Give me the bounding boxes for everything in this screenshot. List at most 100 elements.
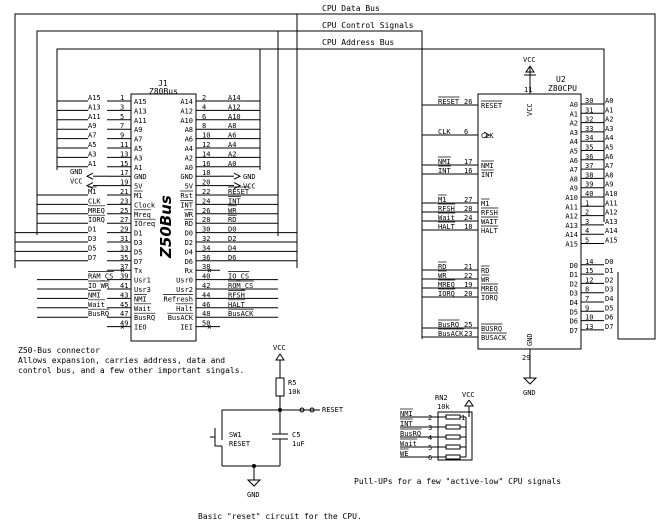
u2-pin-name-left: M1 xyxy=(481,200,489,208)
u2-pin-name-right: A3 xyxy=(570,129,578,137)
j1-pin-name-right: A6 xyxy=(185,136,193,144)
j1-pin-name-left: A9 xyxy=(134,126,142,134)
j1-pin-num-right: 36 xyxy=(202,254,210,262)
u2-pin-num-left: 6 xyxy=(464,128,468,136)
u2-net-label-left: IORQ xyxy=(438,290,455,298)
j1-pin-name-left: NMI xyxy=(134,295,147,303)
u2-pin-name-right: D6 xyxy=(570,318,578,326)
j1-pin-num-left: 9 xyxy=(120,132,124,140)
u2-net-label-right: D7 xyxy=(605,323,613,331)
j1-pin-name-left: D3 xyxy=(134,239,142,247)
u2-value: Z80CPU xyxy=(548,84,577,93)
j1-pin-name-right: A12 xyxy=(180,107,193,115)
j1-pin-num-left: 29 xyxy=(120,226,128,234)
rn2-net-label: WE xyxy=(400,450,408,458)
j1-power-arrow-left xyxy=(85,172,94,180)
j1-net-label-left: A3 xyxy=(88,150,96,158)
j1-pin-num-left: 43 xyxy=(120,291,128,299)
u2-pin-name-right: A0 xyxy=(570,101,578,109)
j1-net-label-left: A11 xyxy=(88,113,101,121)
j1-pin-num-right: 38 xyxy=(202,263,210,271)
j1-ref: J1 xyxy=(158,79,168,88)
j1-net-label-left: D7 xyxy=(88,254,96,262)
rn2-value: 10k xyxy=(437,403,450,411)
u2-pin-name-left: INT xyxy=(481,171,494,179)
j1-pin-num-right: 28 xyxy=(202,216,210,224)
j1-pin-num-left: 41 xyxy=(120,282,128,290)
u2-pin-num-right: 10 xyxy=(585,314,593,322)
j1-pin-name-left: D5 xyxy=(134,248,142,256)
j1-pin-num-right: 42 xyxy=(202,282,210,290)
j1-pin-name-right: IEI xyxy=(180,324,193,332)
j1-pin-name-left: A13 xyxy=(134,107,147,115)
j1-pin-name-right: A4 xyxy=(185,145,193,153)
u2-pin-name-left: MREQ xyxy=(481,285,498,293)
rn2-pin-num: 6 xyxy=(428,454,432,462)
j1-pin-name-right: 5V xyxy=(185,183,194,191)
u2-pin-num-right: 1 xyxy=(585,199,589,207)
u2-pin-num-right: 31 xyxy=(585,106,593,114)
u2-net-label-left: Wait xyxy=(438,214,455,222)
u2-net-label-left: WR xyxy=(438,272,447,280)
u2-gnd-pin-num: 29 xyxy=(522,354,530,362)
u2-net-label-right: A4 xyxy=(605,134,613,142)
j1-pin-num-right: 44 xyxy=(202,291,210,299)
j1-pin-num-right: 10 xyxy=(202,132,210,140)
u2-pin-num-left: 20 xyxy=(464,290,472,298)
j1-net-label-right: D2 xyxy=(228,235,236,243)
reset-vcc-label: VCC xyxy=(273,344,286,352)
j1-net-label-left: IO_WR xyxy=(88,282,110,290)
j1-net-label-right: A0 xyxy=(228,160,236,168)
u2-pin-num-left: 17 xyxy=(464,158,472,166)
reset-net-label: RESET xyxy=(322,406,344,414)
j1-net-label-right: HALT xyxy=(228,301,246,309)
j1-pin-name-left: Usr1 xyxy=(134,277,151,285)
j1-pin-name-left: A5 xyxy=(134,145,142,153)
data-bus-label: CPU Data Bus xyxy=(322,4,380,13)
u2-pin-name-left: BUSRQ xyxy=(481,325,502,333)
u2-net-label-right: A15 xyxy=(605,237,618,245)
u2-pin-name-left: IORQ xyxy=(481,294,498,302)
j1-value: Z80Bus xyxy=(149,87,178,96)
j1-pin-name-right: Rx xyxy=(185,267,193,275)
no-connect-mark: × xyxy=(120,323,125,332)
j1-pin-num-right: 6 xyxy=(202,113,206,121)
u2-pin-name-right: A12 xyxy=(565,213,578,221)
j1-pin-name-right: WR xyxy=(185,211,194,219)
address-bus-line xyxy=(56,48,605,222)
j1-pin-num-right: 26 xyxy=(202,207,210,215)
j1-pin-num-left: 23 xyxy=(120,197,128,205)
description-line1: Allows expansion, carries address, data … xyxy=(18,356,225,365)
u2-pin-num-right: 3 xyxy=(585,218,589,226)
u2-ref: U2 xyxy=(556,75,566,84)
j1-net-label-left: Wait xyxy=(88,301,105,309)
u2-net-label-left: RESET xyxy=(438,98,460,106)
j1-pin-num-left: 35 xyxy=(120,254,128,262)
rn2-vcc-label: VCC xyxy=(462,391,475,399)
u2-pin-name-right: A7 xyxy=(570,166,578,174)
j1-pin-name-right: D6 xyxy=(185,258,193,266)
u2-pin-num-left: 21 xyxy=(464,263,472,271)
j1-pin-name-right: Rst xyxy=(180,192,193,200)
j1-pin-num-left: 37 xyxy=(120,263,128,271)
u2-pin-num-right: 36 xyxy=(585,153,593,161)
j1-pin-num-left: 47 xyxy=(120,310,128,318)
u2-pin-num-right: 13 xyxy=(585,323,593,331)
j1-pin-num-right: 22 xyxy=(202,188,210,196)
j1-pin-num-right: 4 xyxy=(202,103,206,111)
j1-pin-name-left: Tx xyxy=(134,267,142,275)
j1-pin-name-left: A1 xyxy=(134,164,142,172)
u2-net-label-right: A14 xyxy=(605,227,618,235)
j1-pin-name-right: A8 xyxy=(185,126,193,134)
rn2-pin-num: 4 xyxy=(428,434,432,442)
net-pin-b xyxy=(309,407,315,413)
j1-net-label-right: BusACK xyxy=(228,310,254,318)
j1-pin-name-left: BusRQ xyxy=(134,314,155,322)
j1-pin-num-right: 34 xyxy=(202,244,210,252)
j1-net-label-left: A9 xyxy=(88,122,96,130)
u2-pin-num-right: 2 xyxy=(585,209,589,217)
